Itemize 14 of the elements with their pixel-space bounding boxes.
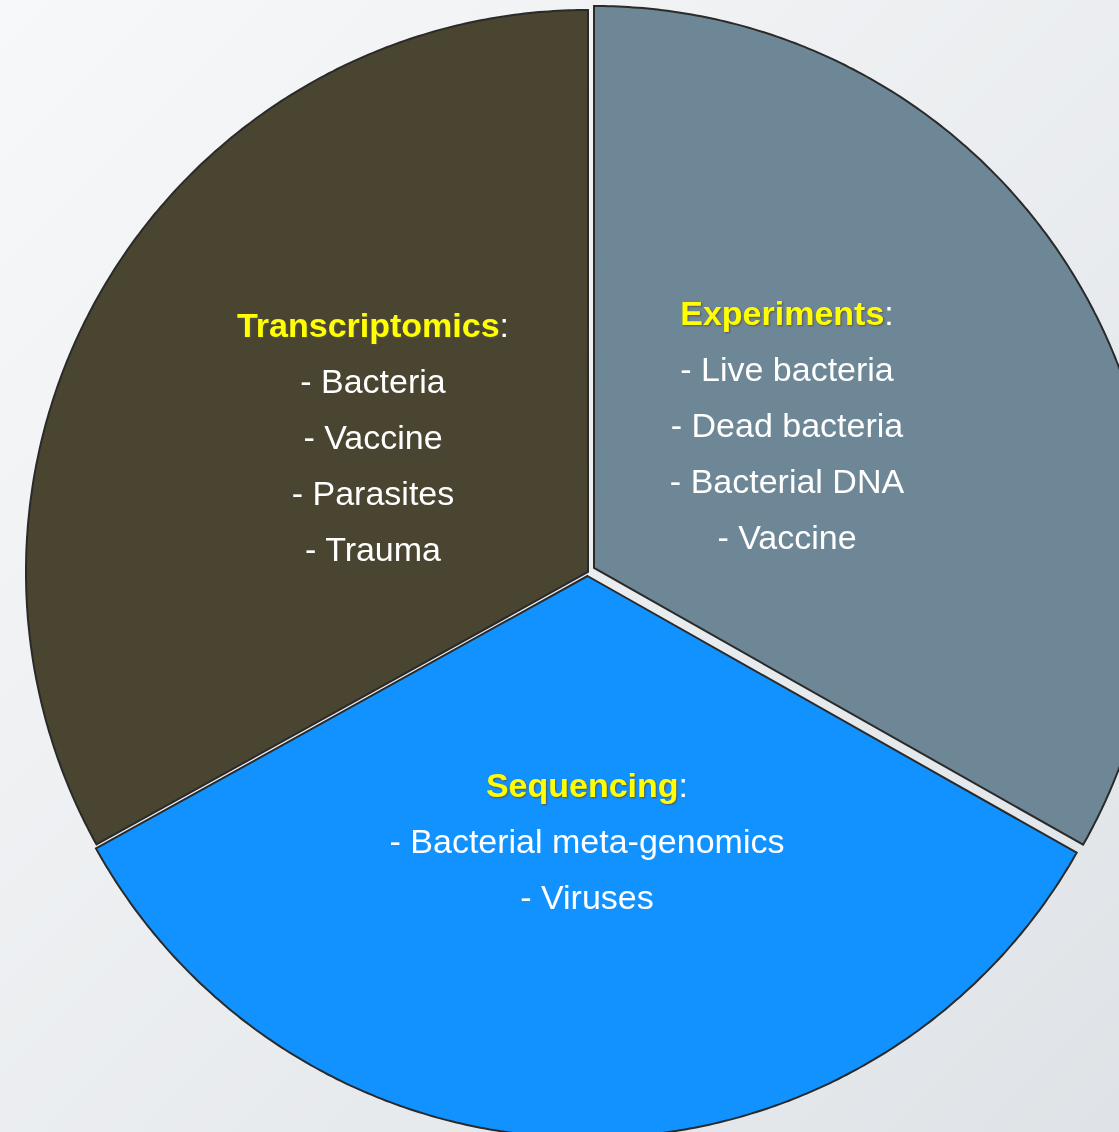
segment-heading: Transcriptomics: bbox=[236, 305, 510, 345]
segment-heading: Experiments: bbox=[680, 293, 894, 333]
list-item: - Live bacteria bbox=[680, 349, 894, 389]
list-item: - Trauma bbox=[305, 529, 441, 569]
list-item: - Bacterial meta-genomics bbox=[389, 821, 785, 861]
list-item: - Vaccine bbox=[303, 417, 443, 457]
list-item: - Parasites bbox=[291, 473, 455, 513]
pie-segment bbox=[96, 576, 1078, 1132]
list-item: - Bacterial DNA bbox=[669, 461, 905, 501]
list-item: - Vaccine bbox=[717, 517, 857, 557]
segment-heading: Sequencing: bbox=[485, 765, 689, 805]
list-item: - Viruses bbox=[520, 877, 654, 917]
list-item: - Bacteria bbox=[300, 361, 446, 401]
list-item: - Dead bacteria bbox=[670, 405, 904, 445]
